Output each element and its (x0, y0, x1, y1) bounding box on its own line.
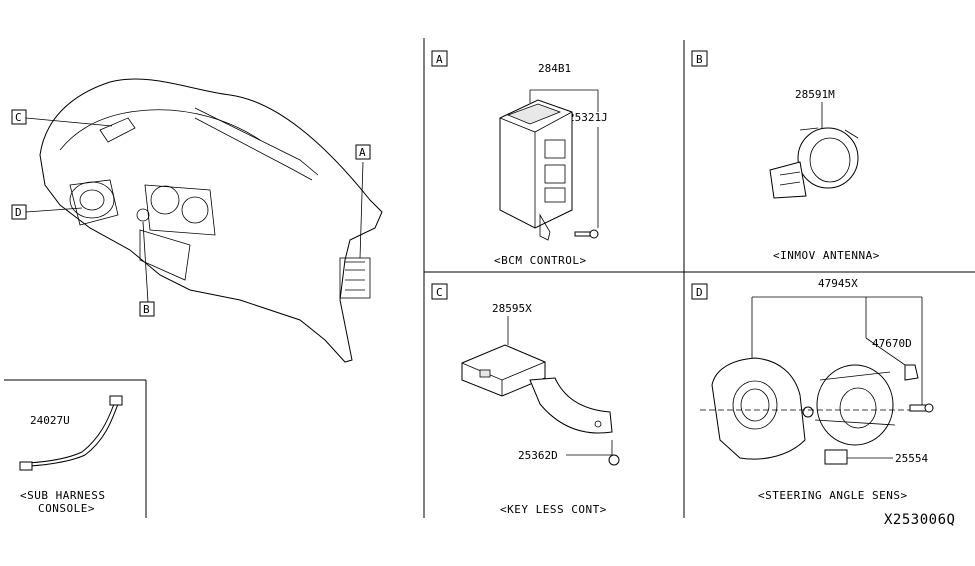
panel-d: D 47945X 47670D 25554 <STEERING ANGLE SE… (691, 277, 934, 502)
part-28591M: 28591M (795, 88, 835, 101)
part-47670D: 47670D (872, 337, 912, 350)
part-24027U: 24027U (30, 414, 70, 427)
panel-c-caption: <KEY LESS CONT> (500, 503, 607, 516)
callout-d: D (11, 204, 27, 220)
sub-harness-panel: 24027U <SUB HARNESS CONSOLE> (19, 395, 123, 515)
part-47945X: 47945X (818, 277, 858, 290)
callout-c: C (11, 109, 27, 125)
panel-b: B 28591M <INMOV ANTENNA> (691, 50, 880, 262)
panel-d-tag: D (696, 286, 703, 299)
panel-c: C 28595X 25362D <KEY LESS CONT> (431, 283, 620, 516)
callout-d-label: D (15, 206, 22, 219)
panel-a: A 284B1 25321J <BCM CONTROL> (431, 50, 608, 267)
panel-b-tag: B (696, 53, 703, 66)
part-28595X: 28595X (492, 302, 532, 315)
panel-dividers (4, 38, 975, 518)
panel-a-caption: <BCM CONTROL> (494, 254, 587, 267)
sub-harness-caption-1: <SUB HARNESS (20, 489, 105, 502)
callout-a-label: A (359, 146, 366, 159)
part-25554: 25554 (895, 452, 928, 465)
panel-b-caption: <INMOV ANTENNA> (773, 249, 880, 262)
callout-b: B (139, 301, 155, 317)
part-25321J: 25321J (568, 111, 608, 124)
callout-c-label: C (15, 111, 22, 124)
sub-harness-caption-2: CONSOLE> (38, 502, 95, 515)
panel-c-tag: C (436, 286, 443, 299)
part-25362D: 25362D (518, 449, 558, 462)
dashboard-overview (25, 78, 383, 363)
callout-b-label: B (143, 303, 150, 316)
part-284B1: 284B1 (538, 62, 571, 75)
panel-a-tag: A (436, 53, 443, 66)
panel-d-caption: <STEERING ANGLE SENS> (758, 489, 908, 502)
diagram-code: X253006Q (884, 512, 955, 528)
callout-a: A (355, 144, 371, 160)
